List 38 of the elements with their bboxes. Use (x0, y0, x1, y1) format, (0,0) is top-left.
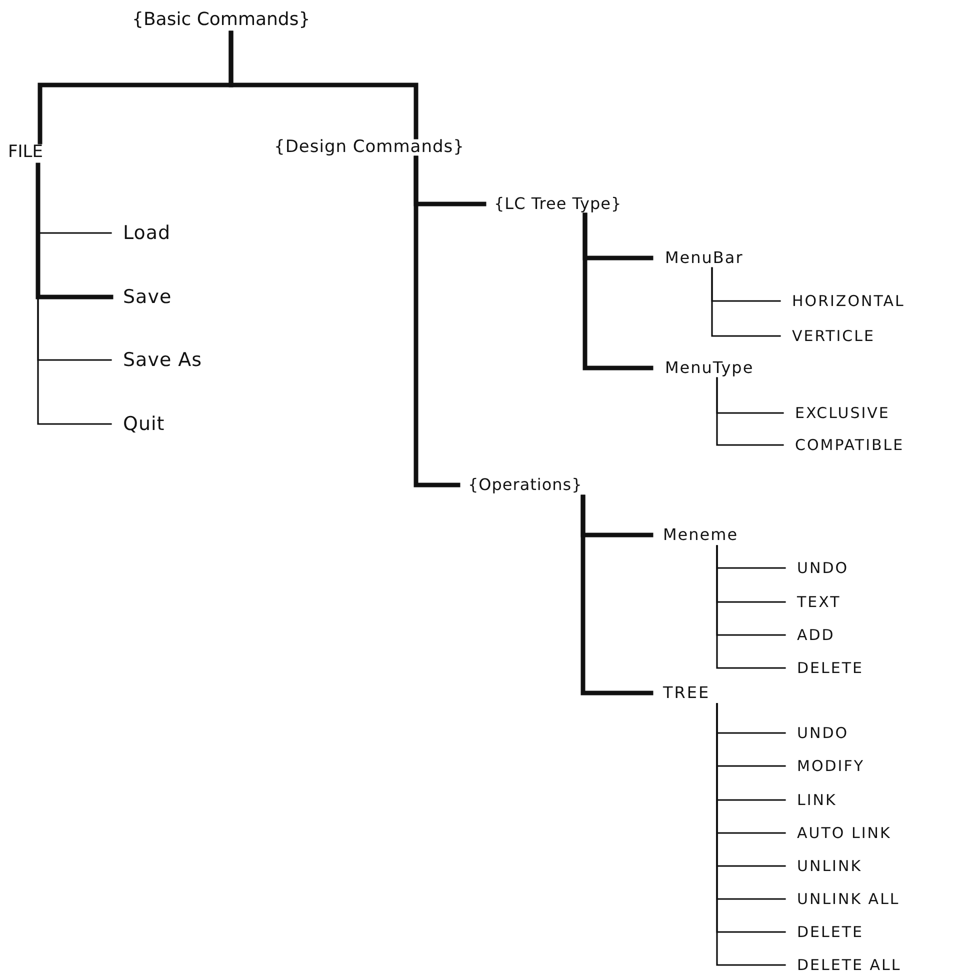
node-label: UNDO (797, 723, 849, 743)
node-label: {Basic Commands} (132, 10, 310, 30)
node-label: {Design Commands} (274, 137, 464, 157)
node-label: TREE (663, 683, 710, 703)
node-label: {Operations} (468, 475, 582, 495)
node-label: HORIZONTAL (792, 291, 905, 311)
tree-connector (36, 162, 114, 300)
node-label: MODIFY (797, 756, 865, 776)
node-label: DELETE (797, 658, 864, 678)
node-label: Meneme (663, 525, 738, 545)
node-label: EXCLUSIVE (795, 403, 890, 423)
node-label: DELETE ALL (797, 955, 902, 975)
node-label: UNLINK ALL (797, 889, 900, 909)
tree-connector (582, 212, 654, 370)
tree-connector (37, 164, 112, 425)
tree-connector (414, 156, 460, 488)
node-label: MenuBar (665, 248, 744, 268)
node-label: DELETE (797, 922, 864, 942)
node-label: Save As (123, 350, 202, 370)
tree-connector (716, 377, 784, 446)
tree-connector (716, 545, 786, 669)
node-label: {LC Tree Type} (494, 194, 622, 214)
tree-connector (580, 494, 654, 696)
node-label: UNLINK (797, 856, 862, 876)
node-label: Load (123, 223, 171, 243)
tree-connector (711, 267, 781, 337)
node-label: Save (123, 287, 172, 307)
node-label: MenuType (665, 358, 754, 378)
node-label: AUTO LINK (797, 823, 892, 843)
node-label: COMPATIBLE (795, 435, 904, 455)
node-label: TEXT (797, 592, 841, 612)
tree-connector (228, 30, 418, 140)
node-label: VERTICLE (792, 326, 875, 346)
node-label: FILE (8, 142, 44, 162)
node-label: LINK (797, 790, 837, 810)
node-label: ADD (797, 625, 835, 645)
node-label: UNDO (797, 558, 849, 578)
node-label: Quit (123, 414, 165, 434)
